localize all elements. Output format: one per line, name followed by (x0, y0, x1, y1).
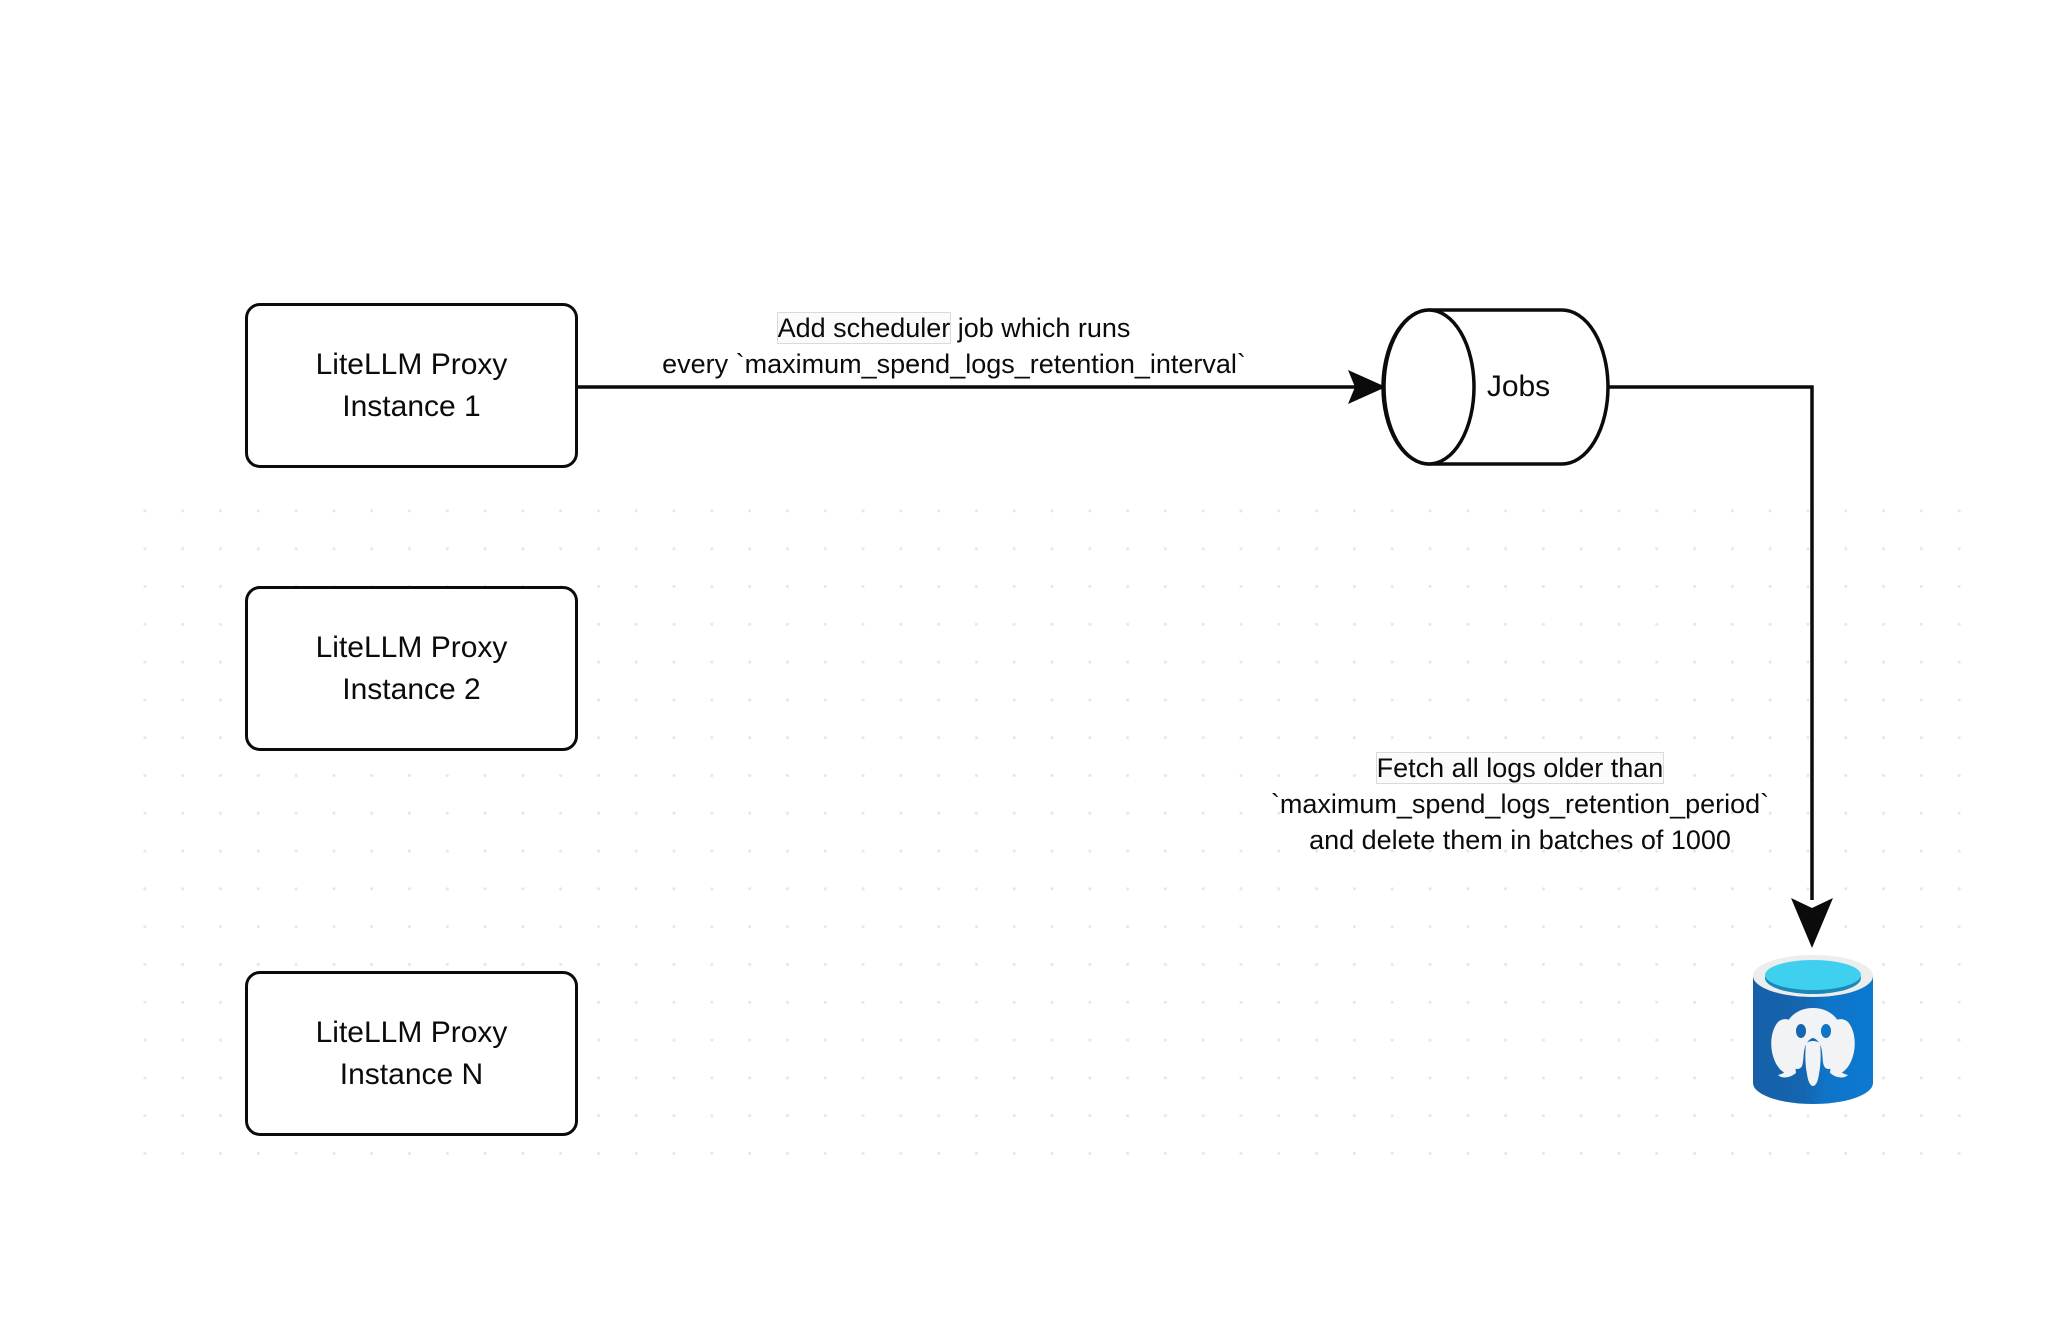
arrowhead-down-icon (1791, 898, 1833, 948)
edge-label-fetch-and-delete-logs: Fetch all logs older than `maximum_spend… (1240, 750, 1800, 858)
node-postgres-database[interactable] (1751, 952, 1875, 1107)
node-label-line2: Instance 1 (342, 389, 481, 423)
node-litellm-proxy-instance-1[interactable]: LiteLLM Proxy Instance 1 (245, 303, 578, 468)
edge-label-add-scheduler-job: Add scheduler job which runs every `maxi… (604, 310, 1304, 382)
node-label-line1: LiteLLM Proxy (315, 630, 508, 664)
arrowhead-right-icon (1348, 370, 1386, 404)
edge-label-line-1: Fetch all logs older than (1240, 750, 1800, 786)
edge-label-highlight: Fetch all logs older than (1375, 752, 1665, 784)
edge-label-line-1-rest: job which runs (950, 313, 1131, 343)
node-label-line2: Instance 2 (342, 672, 481, 706)
edge-label-highlight: Add scheduler (776, 312, 952, 344)
node-litellm-proxy-instance-2[interactable]: LiteLLM Proxy Instance 2 (245, 586, 578, 751)
node-litellm-proxy-instance-n[interactable]: LiteLLM Proxy Instance N (245, 971, 578, 1136)
postgres-elephant-logo-icon (1771, 1008, 1855, 1086)
node-jobs-label: Jobs (1486, 370, 1551, 403)
edge-jobs-to-postgres (1608, 385, 1833, 948)
edge-label-line-2: `maximum_spend_logs_retention_period` (1270, 789, 1770, 819)
node-label-line1: LiteLLM Proxy (315, 1015, 508, 1049)
node-label-line1: LiteLLM Proxy (315, 347, 508, 381)
node-jobs-queue[interactable]: Jobs (1381, 307, 1610, 467)
edge-label-line-2: every `maximum_spend_logs_retention_inte… (662, 349, 1246, 379)
edge-label-line-1: Add scheduler job which runs (604, 310, 1304, 346)
postgresql-database-icon (1753, 955, 1873, 1104)
edge-label-line-3: and delete them in batches of 1000 (1309, 825, 1731, 855)
cylinder-shape-icon (1381, 308, 1610, 466)
node-label-line2: Instance N (339, 1057, 484, 1091)
